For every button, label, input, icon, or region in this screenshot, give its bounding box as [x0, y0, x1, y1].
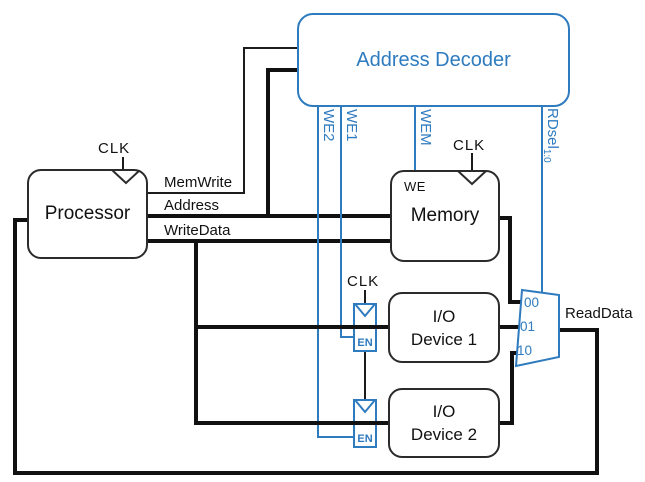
- we1-label: WE1: [343, 109, 360, 142]
- memwrite-wire-h2: [243, 47, 302, 49]
- io-device-1-block: I/O Device 1: [388, 292, 500, 363]
- readdata-label: ReadData: [565, 305, 633, 322]
- io-device-1-line2: Device 1: [410, 329, 478, 349]
- memory-readout-h1: [499, 216, 512, 220]
- processor-clk-stub: [122, 157, 124, 170]
- register-clk-chain: [364, 350, 366, 400]
- register1-clk-stub: [364, 290, 366, 304]
- memory-clock-wedge-icon: [457, 171, 487, 186]
- writedata-label: WriteData: [164, 222, 231, 239]
- io2-readout-h2: [510, 351, 522, 355]
- readdata-mux-shape: [514, 288, 560, 368]
- readdata-bottom-bus: [13, 471, 599, 475]
- processor-block: Processor: [27, 169, 148, 259]
- we1-wire-v: [340, 105, 342, 338]
- memory-we-port-label: WE: [404, 179, 426, 194]
- wem-label: WEM: [417, 109, 434, 146]
- rdsel-label-text: RDsel: [544, 108, 561, 149]
- address-decoder-block: Address Decoder: [297, 13, 570, 107]
- wem-wire-v: [414, 105, 416, 171]
- readdata-into-processor: [13, 218, 29, 222]
- memory-clk-label: CLK: [453, 137, 486, 154]
- processor-label: Processor: [44, 203, 131, 224]
- io2-readout-h1: [499, 421, 514, 425]
- rdsel-label-subscript: 1:0: [541, 148, 552, 163]
- mux-input-10-label: 10: [517, 343, 533, 358]
- io1-readout-h: [499, 325, 521, 329]
- io-device-1-line1: I/O: [432, 306, 456, 326]
- memory-readout-v: [508, 216, 512, 304]
- address-branch-v: [266, 68, 270, 218]
- address-branch-h: [266, 68, 302, 72]
- we2-wire-h: [317, 436, 355, 438]
- writedata-branch-v: [194, 239, 198, 425]
- address-decoder-title: Address Decoder: [356, 48, 511, 71]
- register1-en-label: EN: [357, 337, 373, 349]
- memory-block: WE Memory: [390, 170, 500, 262]
- io-device-2-block: I/O Device 2: [388, 388, 500, 458]
- we2-wire-v: [317, 105, 319, 438]
- writedata-io1-branch: [194, 325, 390, 329]
- register1-clock-wedge-icon: [355, 304, 375, 318]
- register1-clk-label: CLK: [347, 273, 380, 290]
- memwrite-wire-v: [243, 47, 245, 194]
- we1-wire-h: [340, 336, 355, 338]
- memory-clk-stub: [471, 153, 473, 171]
- memory-readout-h2: [508, 300, 522, 304]
- we2-label: WE2: [320, 109, 337, 142]
- register2-en-label: EN: [357, 433, 373, 445]
- memory-label: Memory: [410, 205, 480, 226]
- io-device-2-line1: I/O: [432, 402, 456, 421]
- address-label: Address: [164, 197, 220, 214]
- io2-readout-v: [510, 351, 514, 425]
- rdsel-label: RDsel1:0: [538, 108, 561, 163]
- io-device-2-line2: Device 2: [410, 425, 478, 444]
- writedata-bus-h: [148, 239, 392, 243]
- address-bus-h: [148, 214, 392, 218]
- processor-clock-wedge-icon: [111, 170, 141, 185]
- rdsel-wire-v: [541, 105, 543, 292]
- processor-clk-label: CLK: [98, 140, 131, 157]
- readdata-left-bus: [13, 218, 17, 475]
- readdata-bus-h: [556, 328, 599, 332]
- register2-clock-wedge-icon: [355, 400, 375, 414]
- readdata-bus-v: [595, 328, 599, 475]
- writedata-io2-branch: [194, 421, 390, 425]
- memwrite-wire-h1: [148, 192, 245, 194]
- mux-input-00-label: 00: [524, 295, 540, 310]
- mux-input-01-label: 01: [520, 319, 536, 334]
- memwrite-label: MemWrite: [164, 174, 233, 191]
